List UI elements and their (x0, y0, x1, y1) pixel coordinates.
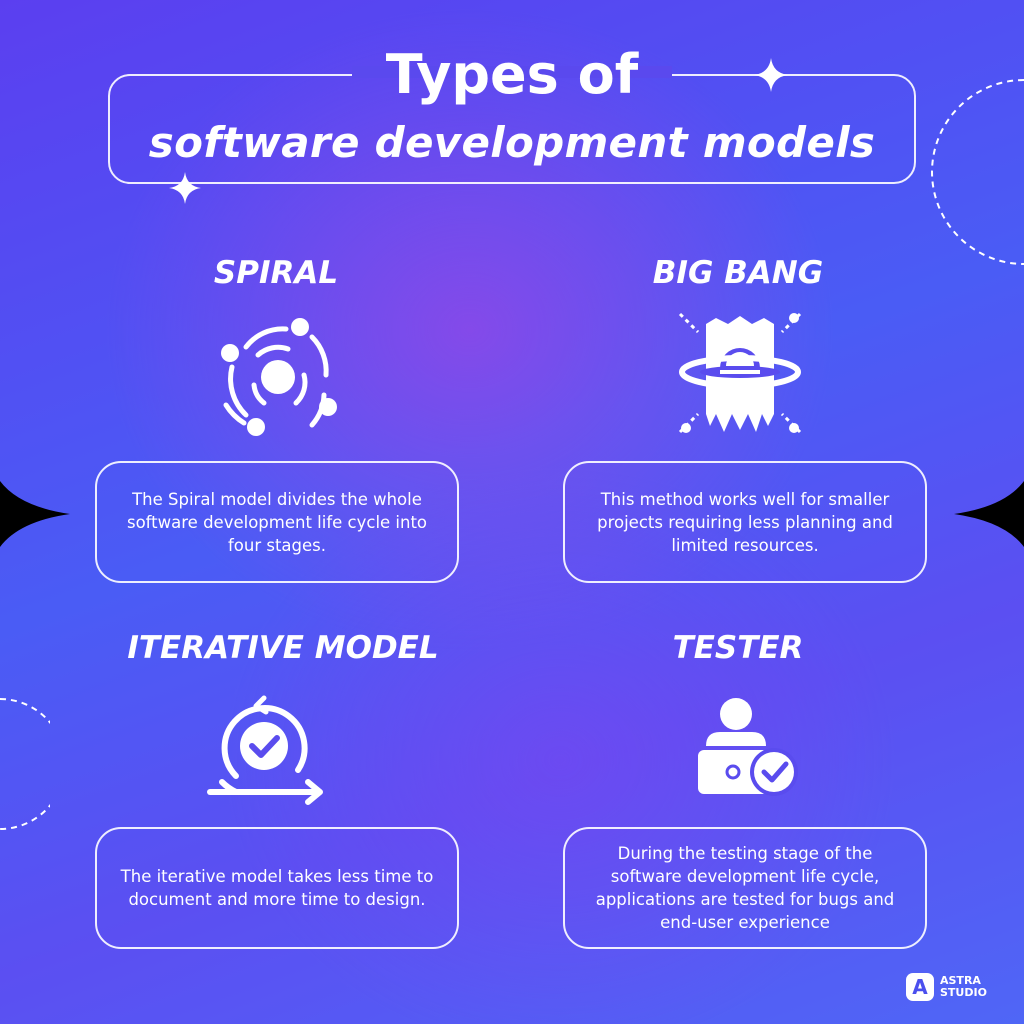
astra-logo-mark: A (906, 973, 934, 1001)
model-card-iterative-model: The iterative model takes less time to d… (95, 827, 459, 949)
brand-name-line1: ASTRA (940, 974, 981, 987)
dashed-arc-decoration-top-right (931, 79, 1024, 265)
model-card-big-bang: This method works well for smaller proje… (563, 461, 927, 583)
page-subtitle: software development models (148, 118, 876, 167)
brand-text: ASTRA STUDIO (940, 975, 987, 999)
model-heading-big-bang: BIG BANG (652, 255, 824, 291)
model-heading-tester: TESTER (672, 630, 804, 666)
model-card-spiral: The Spiral model divides the whole softw… (95, 461, 459, 583)
dashed-arc-decoration-left (0, 698, 50, 830)
model-heading-iterative-model: ITERATIVE MODEL (127, 630, 439, 666)
model-description-tester: During the testing stage of the software… (595, 844, 895, 932)
model-description-spiral: The Spiral model divides the whole softw… (126, 489, 428, 555)
title-frame-gap (352, 66, 672, 78)
tester-laptop-check-icon (698, 698, 798, 796)
cycle-check-icon (207, 695, 323, 805)
right-side-notch (954, 481, 1024, 547)
model-description-iterative-model: The iterative model takes less time to d… (120, 867, 434, 909)
left-side-notch (0, 481, 70, 547)
model-description-big-bang: This method works well for smaller proje… (597, 489, 893, 555)
spiral-galaxy-icon (221, 318, 337, 436)
big-bang-planet-icon (678, 312, 802, 434)
brand-name-line2: STUDIO (940, 986, 987, 999)
sparkle-icon-bottom (169, 172, 201, 204)
page-title: Types of (385, 43, 639, 106)
model-heading-spiral: SPIRAL (213, 255, 339, 291)
model-card-tester: During the testing stage of the software… (563, 827, 927, 949)
astra-studio-logo: A ASTRA STUDIO (906, 970, 1006, 1004)
